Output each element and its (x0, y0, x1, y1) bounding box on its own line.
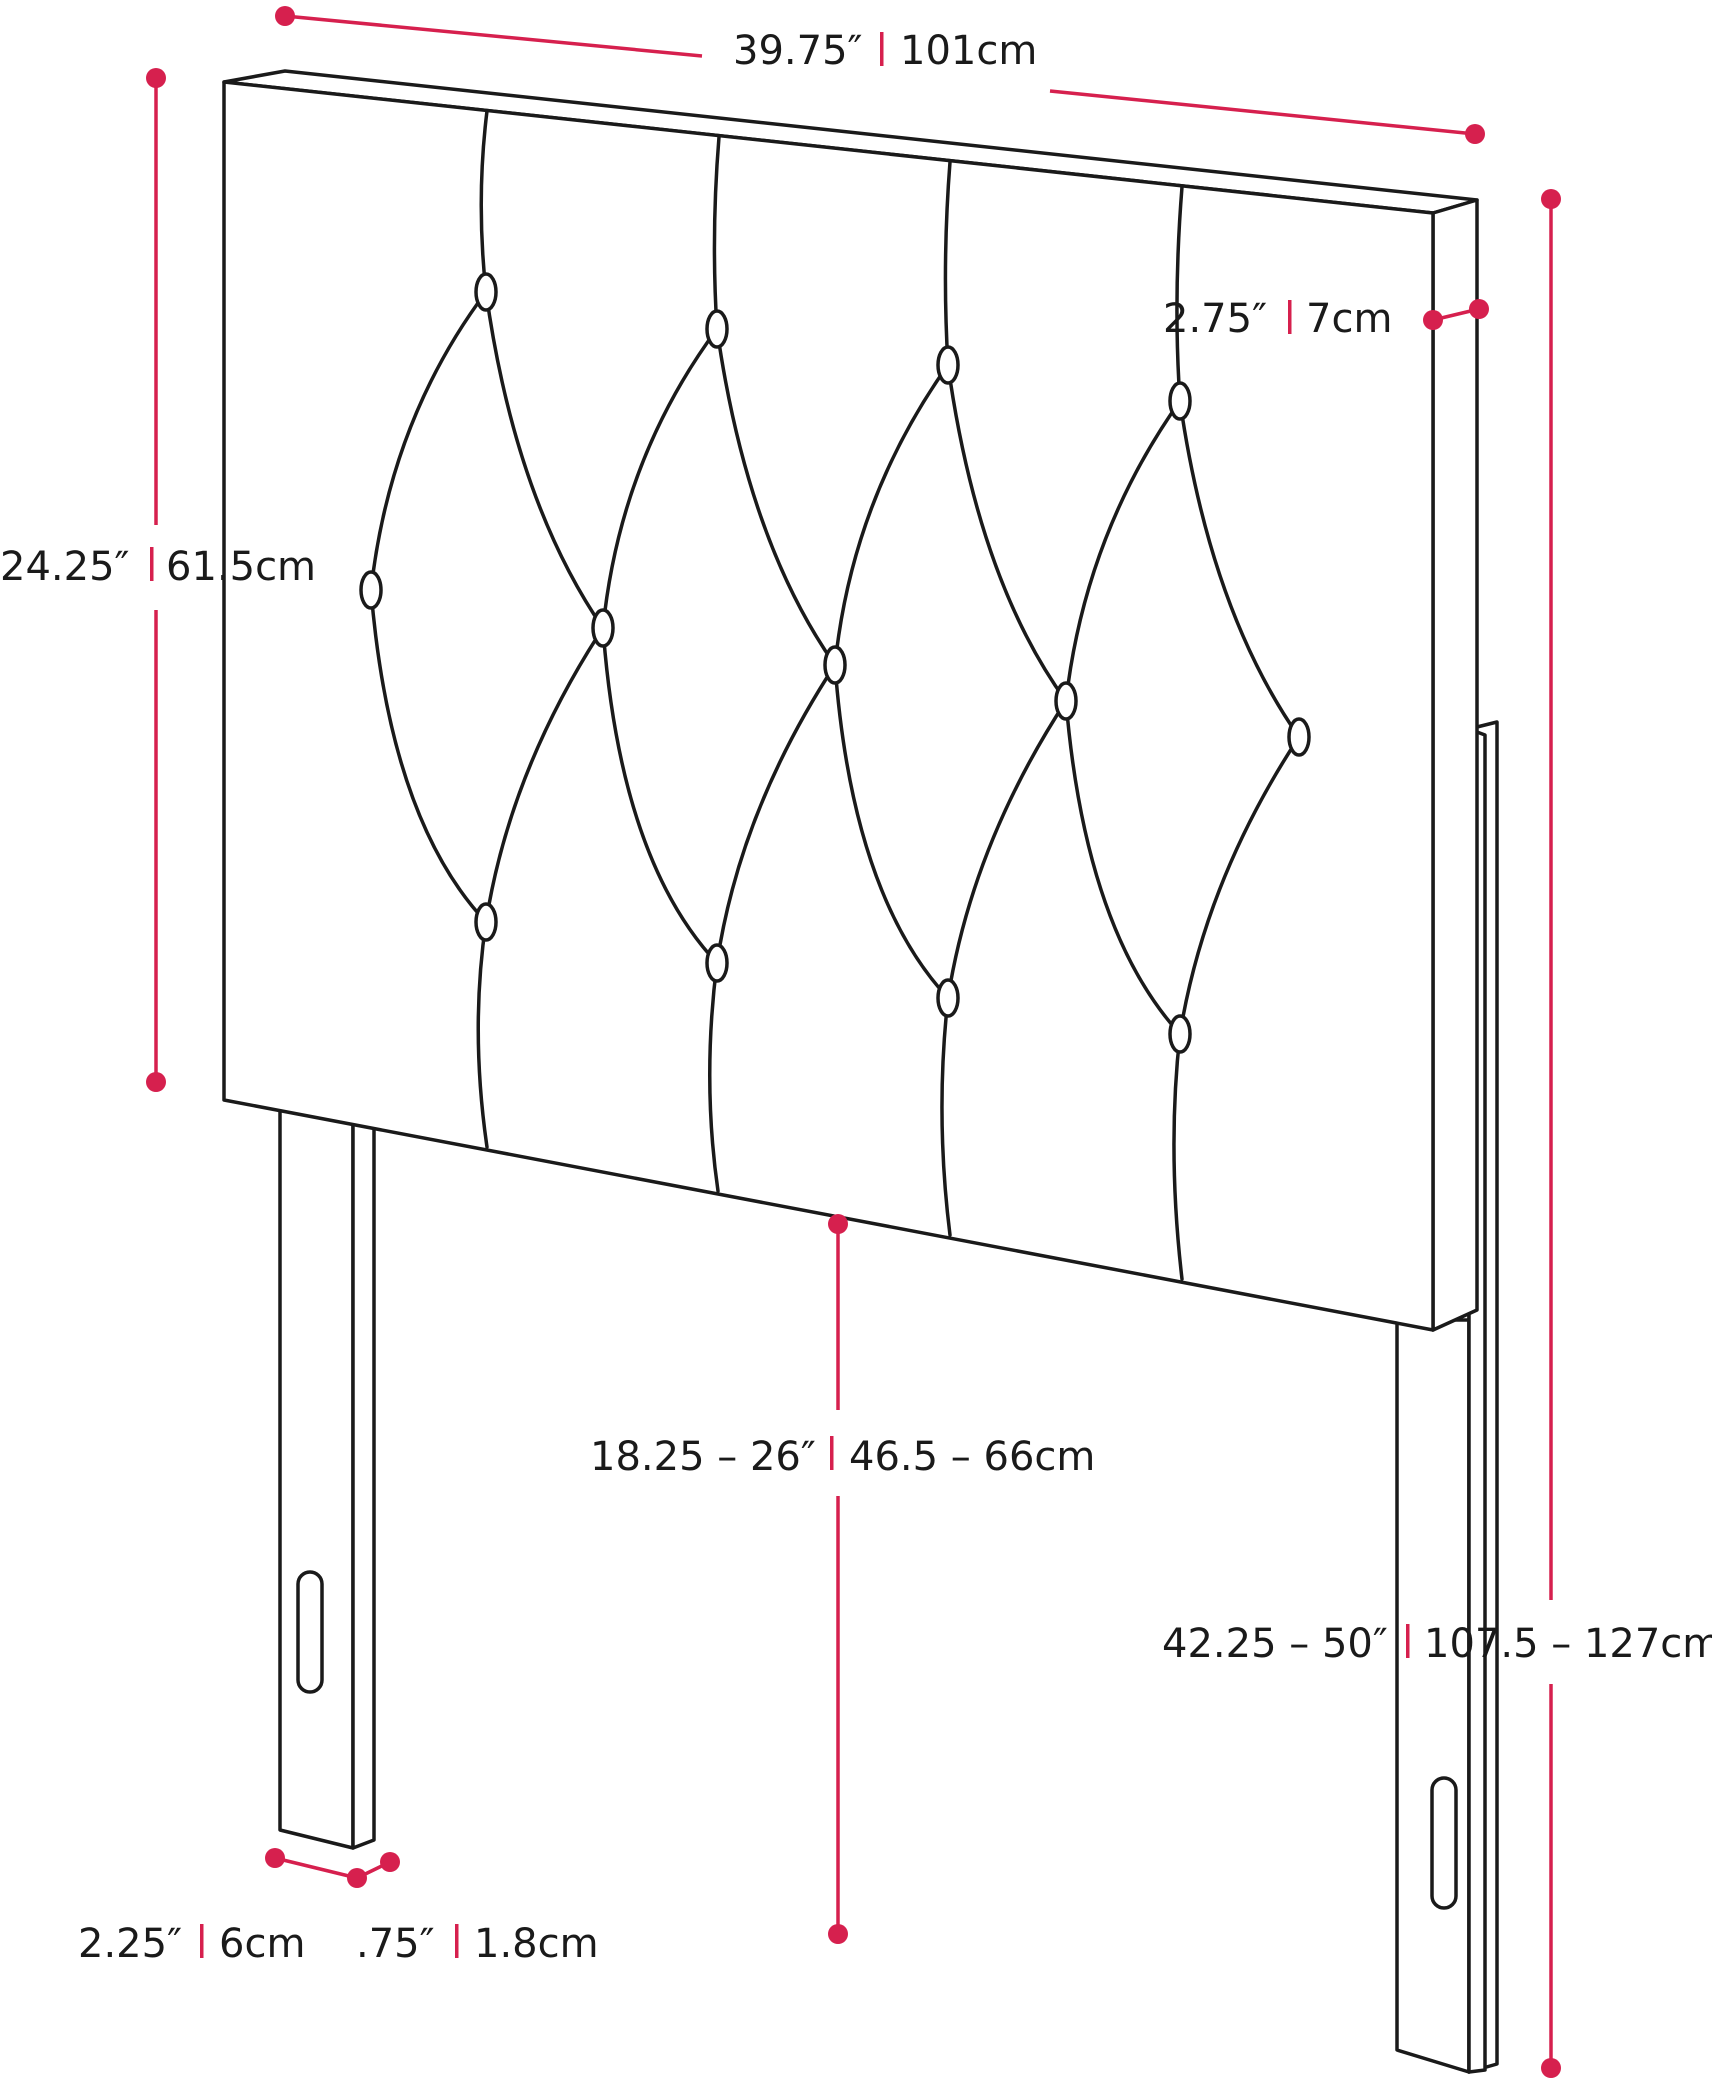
tuft-button (936, 978, 960, 1018)
depth-metric: 7cm (1306, 296, 1392, 342)
depth-imperial: 2.75″ (1163, 296, 1267, 342)
headboard-panel (222, 69, 1479, 1332)
leg-width-metric: 6cm (219, 1921, 305, 1967)
leg-height-metric: 46.5 – 66cm (849, 1434, 1095, 1480)
panel-front-face (222, 80, 1435, 1332)
dimension-leg-height: 18.25 – 26″ 46.5 – 66cm (590, 1214, 1095, 1944)
dimension-leg-size: 2.25″ 6cm .75″ 1.8cm (78, 1848, 599, 1967)
right-leg-slot (1430, 1776, 1458, 1910)
leg-width-imperial: 2.25″ (78, 1921, 182, 1967)
dimension-panel-height: 24.25″ 61.5cm (0, 68, 316, 1092)
dimension-total-height: 42.25 – 50″ 107.5 – 127cm (1162, 189, 1712, 2078)
tuft-button (823, 645, 847, 685)
leg-thickness-imperial: .75″ (356, 1921, 435, 1967)
total-height-metric: 107.5 – 127cm (1424, 1621, 1712, 1667)
tuft-button (936, 345, 960, 385)
panel-side-face (1431, 198, 1479, 1332)
leg-thickness-metric: 1.8cm (474, 1921, 599, 1967)
tuft-button (591, 608, 615, 648)
tuft-button (1168, 1014, 1192, 1054)
left-leg-slot (296, 1570, 324, 1694)
tuft-button (1054, 681, 1078, 721)
tuft-button (359, 570, 383, 610)
tuft-button (474, 902, 498, 942)
width-metric: 101cm (900, 28, 1037, 74)
tuft-button (1287, 717, 1311, 757)
dimension-depth: 2.75″ 7cm (1163, 296, 1489, 342)
width-imperial: 39.75″ (733, 28, 862, 74)
tuft-button (705, 943, 729, 983)
tuft-button (474, 272, 498, 312)
total-height-imperial: 42.25 – 50″ (1162, 1621, 1388, 1667)
leg-height-imperial: 18.25 – 26″ (590, 1434, 816, 1480)
panel-height-imperial: 24.25″ (0, 544, 129, 590)
tuft-button (1168, 381, 1192, 421)
left-leg (278, 1102, 376, 1850)
dimension-width: 39.75″ 101cm (275, 6, 1485, 144)
panel-height-metric: 61.5cm (166, 544, 316, 590)
tuft-button (705, 309, 729, 349)
